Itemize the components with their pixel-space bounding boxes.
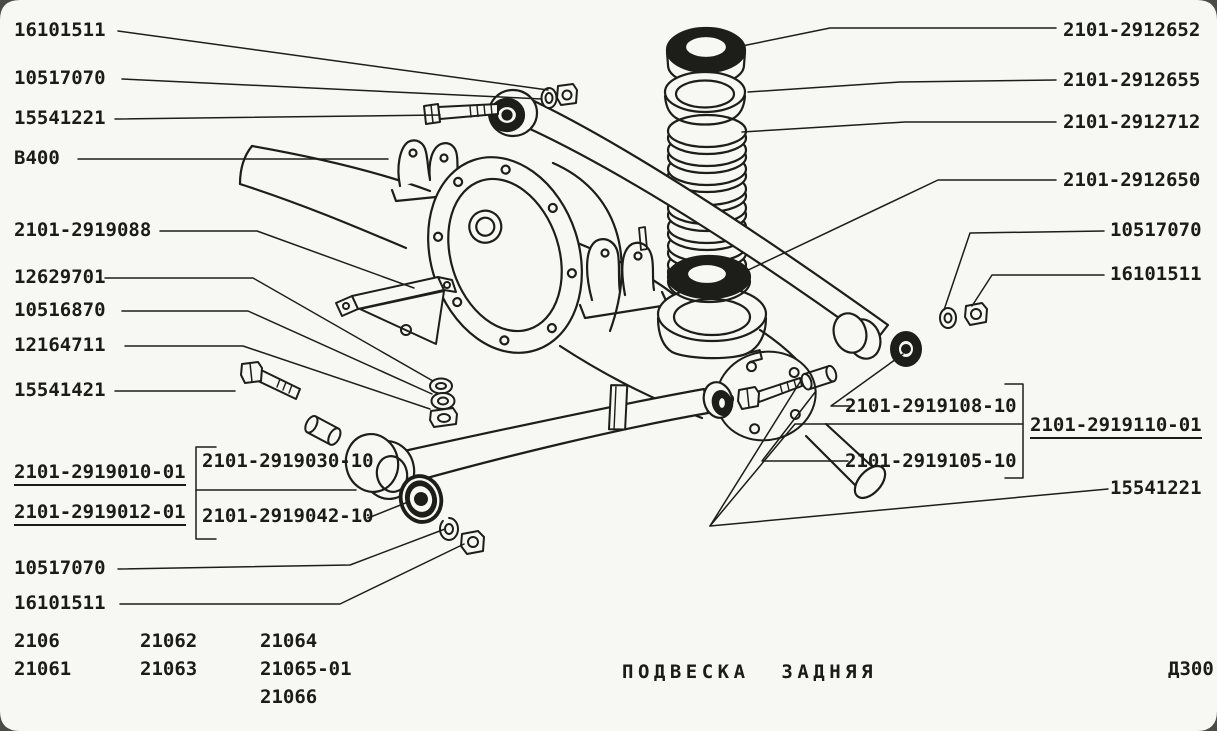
part-label: 2101-2919042-10 xyxy=(202,505,374,527)
part-label: 10517070 xyxy=(14,67,106,89)
part-label: 15541221 xyxy=(1110,477,1202,499)
support-bracket xyxy=(335,276,457,345)
lower-arm-front-hardware xyxy=(240,361,485,555)
part-label: 16101511 xyxy=(1110,263,1202,285)
part-label: 12164711 xyxy=(14,334,106,356)
part-label: В400 xyxy=(14,147,60,169)
part-label: 15541221 xyxy=(14,107,106,129)
part-label: 10517070 xyxy=(14,557,106,579)
part-label: 2101-2919010-01 xyxy=(14,462,186,486)
lower-arm-rear-bolt xyxy=(737,364,838,410)
model-number: 21064 xyxy=(260,630,318,652)
part-label: 2101-2912652 xyxy=(1063,19,1201,41)
spring-lower-pad xyxy=(666,254,752,304)
spring-upper-pad xyxy=(665,26,747,87)
part-label: 10517070 xyxy=(1110,219,1202,241)
model-number: 2106 xyxy=(14,630,60,652)
part-label: 16101511 xyxy=(14,19,106,41)
part-label: 2101-2919105-10 xyxy=(845,450,1017,472)
part-label: 2101-2919108-10 xyxy=(845,395,1017,417)
spring-isolator-cup xyxy=(663,70,747,126)
part-label: 12629701 xyxy=(14,266,106,288)
part-label: 15541421 xyxy=(14,379,106,401)
model-number: 21061 xyxy=(14,658,72,680)
part-label: 2101-2919030-10 xyxy=(202,450,374,472)
model-number: 21062 xyxy=(140,630,198,652)
part-label: 2101-2919110-01 xyxy=(1030,415,1202,439)
lower-trailing-arm xyxy=(344,381,734,500)
part-label: 2101-2912712 xyxy=(1063,111,1201,133)
model-number: 21065-01 xyxy=(260,658,352,680)
part-label: 2101-2912650 xyxy=(1063,169,1201,191)
sheet-code: Д300 xyxy=(1168,658,1214,680)
part-label: 16101511 xyxy=(14,592,106,614)
part-label: 2101-2919088 xyxy=(14,219,152,241)
part-label: 2101-2919012-01 xyxy=(14,502,186,526)
upper-arm-rear-bushing xyxy=(890,302,988,367)
differential-cover xyxy=(427,156,583,354)
model-number: 21066 xyxy=(260,686,318,708)
page-title: ПОДВЕСКА ЗАДНЯЯ xyxy=(622,661,878,683)
model-number: 21063 xyxy=(140,658,198,680)
part-label: 2101-2912655 xyxy=(1063,69,1201,91)
leader-lines xyxy=(77,27,1109,605)
part-label: 10516870 xyxy=(14,299,106,321)
upper-trailing-arm xyxy=(487,88,890,360)
